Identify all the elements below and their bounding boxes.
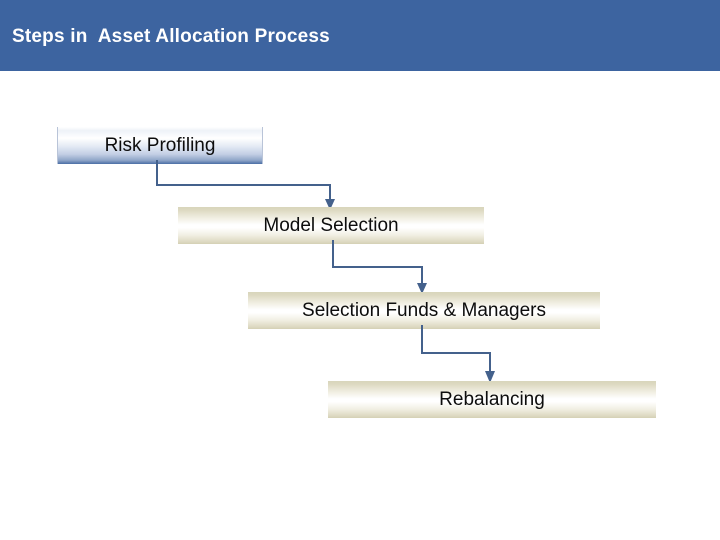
process-box-selection-funds-managers[interactable]: Selection Funds & Managers: [248, 292, 600, 329]
process-box-label: Rebalancing: [439, 389, 545, 410]
process-box-label: Selection Funds & Managers: [302, 300, 546, 321]
connector-selection-funds-to-rebalancing: [421, 325, 495, 383]
page-title: Steps in Asset Allocation Process: [12, 26, 330, 47]
connector-risk-profiling-to-model-selection: [156, 160, 335, 210]
title-banner: Steps in Asset Allocation Process: [0, 0, 720, 71]
process-box-risk-profiling[interactable]: Risk Profiling: [57, 127, 263, 164]
process-box-label: Model Selection: [263, 215, 399, 236]
process-box-model-selection[interactable]: Model Selection: [178, 207, 484, 244]
process-box-rebalancing[interactable]: Rebalancing: [328, 381, 656, 418]
connector-model-selection-to-selection-funds: [332, 240, 427, 294]
process-box-label: Risk Profiling: [104, 135, 216, 156]
